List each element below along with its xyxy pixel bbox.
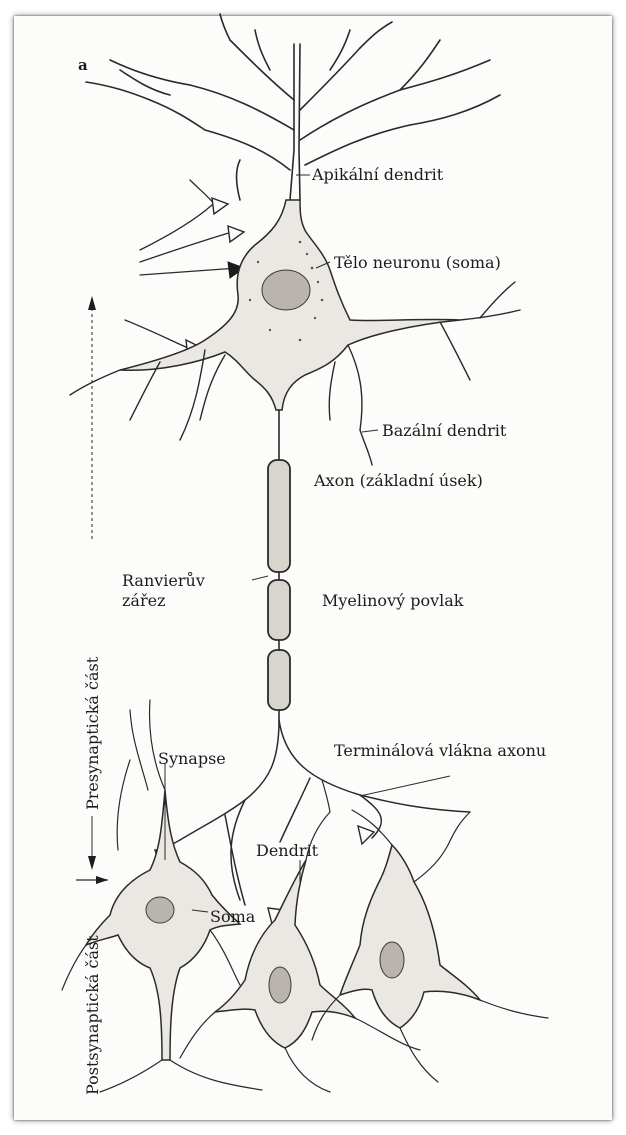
postsynaptic-nucleus-3 [380, 942, 404, 978]
postsynaptic-nucleus-1 [146, 897, 174, 923]
label-soma-post: Soma [210, 907, 256, 926]
side-label-presynaptic: Presynaptická část [83, 656, 102, 810]
label-dendrit: Dendrit [256, 841, 319, 860]
label-ranvier-line1: Ranvierův [122, 571, 205, 590]
myelin-segment-3 [268, 650, 290, 710]
label-axon-initial: Axon (základní úsek) [313, 471, 483, 490]
label-myelin: Myelinový povlak [322, 591, 464, 610]
synapse-terminal-2 [228, 226, 244, 242]
label-synapse: Synapse [158, 749, 226, 768]
panel-letter: a [78, 56, 88, 74]
label-ranvier-line2: zářez [122, 591, 166, 610]
side-label-postsynaptic: Postsynaptická část [83, 935, 102, 1095]
myelin-segment-1 [268, 460, 290, 572]
synapse-terminal-1 [212, 198, 228, 214]
label-soma-main: Tělo neuronu (soma) [334, 253, 501, 272]
label-terminal-fibers: Terminálová vlákna axonu [334, 741, 546, 760]
postsynaptic-nucleus-2 [269, 967, 291, 1003]
postsynaptic-divider [76, 876, 108, 884]
postsynaptic-soma-3 [340, 845, 480, 1028]
label-apical-dendrite: Apikální dendrit [311, 165, 444, 184]
main-nucleus [262, 270, 310, 310]
label-basal-dendrite: Bazální dendrit [382, 421, 507, 440]
synapse-terminal-post-2 [358, 826, 374, 844]
myelin-segment-2 [268, 580, 290, 640]
